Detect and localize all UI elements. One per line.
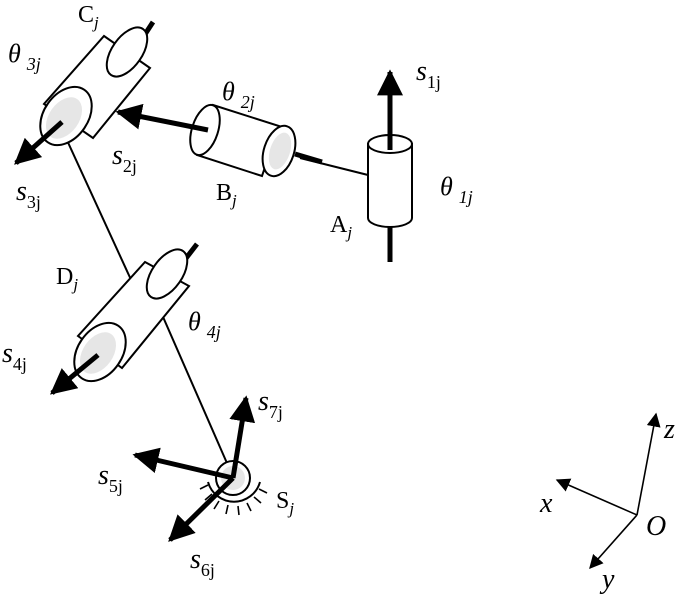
x-axis: [555, 478, 638, 516]
s7-arrow: [229, 395, 256, 479]
label-s5: s5j: [98, 460, 123, 496]
joint-b-cylinder: [115, 103, 323, 178]
link-d-s: [159, 309, 231, 471]
label-s2: s2j: [112, 140, 137, 176]
s6-arrow: [168, 476, 235, 542]
label-origin: O: [646, 511, 666, 542]
label-y-axis: y: [599, 564, 615, 595]
label-s: Sj: [276, 488, 294, 518]
spherical-joint-s: [132, 395, 268, 542]
z-axis: [636, 412, 661, 516]
y-axis: [589, 514, 638, 570]
link-c-d: [59, 124, 139, 296]
label-s6: s6j: [190, 544, 215, 580]
s2-arrow: [115, 103, 209, 133]
joint-a-cylinder: [367, 69, 413, 262]
label-a: Aj: [330, 212, 352, 242]
joint-d-cylinder: [49, 242, 199, 395]
label-s4: s4j: [2, 338, 27, 374]
reference-frame: [555, 412, 661, 570]
s3-arrow: [14, 120, 64, 165]
label-z-axis: z: [663, 414, 675, 445]
label-s3: s3j: [16, 176, 41, 212]
s4-arrow: [49, 353, 100, 395]
label-x-axis: x: [539, 488, 553, 519]
label-b: Bj: [216, 180, 237, 210]
label-s1: s1j: [416, 56, 441, 92]
s5-arrow: [132, 447, 234, 481]
label-c: Cj: [78, 2, 99, 32]
label-d: Dj: [56, 264, 78, 294]
label-s7: s7j: [258, 386, 283, 422]
joint-c-cylinder: [14, 20, 156, 165]
